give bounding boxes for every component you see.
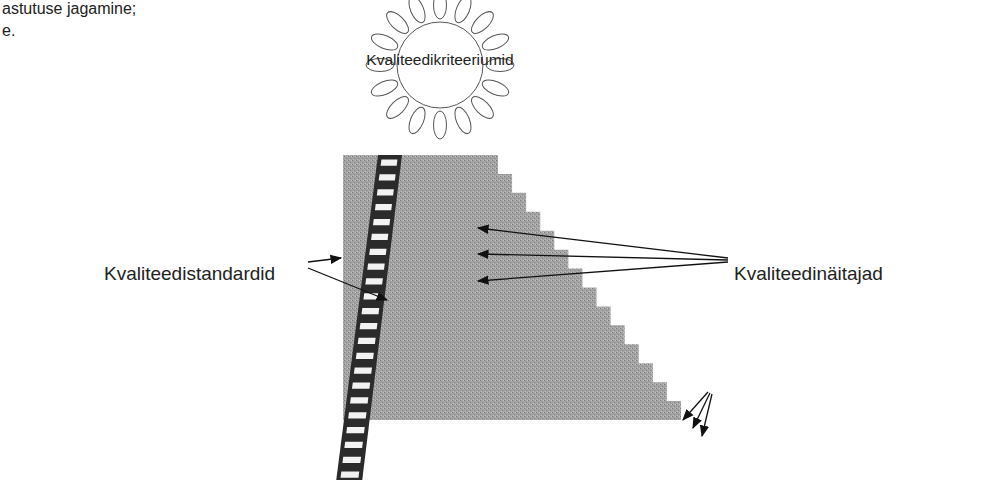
leader-arrow [478,228,728,258]
ladder-gap [367,264,384,270]
sun-petal [406,105,429,136]
leader-arrow [308,258,341,262]
leader-arrow [702,394,712,436]
cut-off-text: astutuse jagamine; [2,0,136,18]
sun-petal [480,77,511,100]
sun-petal [434,111,447,139]
ladder-gap [369,249,386,255]
ladder-gap [371,234,388,240]
ladder-gap [379,174,396,180]
ladder-body [336,155,402,480]
side-label: Kvaliteedistandardid [104,263,275,285]
sun-petal [369,31,400,54]
leader-arrow [478,254,728,260]
ladder-gap [344,442,363,448]
ladder-gap [375,204,392,210]
side-label: Kvaliteedinäitajad [734,263,883,285]
sun-petal [434,0,447,19]
leader-arrows [308,228,728,436]
ladder-gap [377,189,394,195]
ladder-gap [381,159,398,165]
ladder-gap [365,278,383,284]
ladder-gap [362,308,380,314]
sun-node: Kvaliteedikriteeriumid [340,0,540,130]
ladder-gap [346,427,364,433]
sun-petal [369,77,400,100]
leader-arrow [308,268,387,300]
cut-off-text: e. [2,22,15,40]
ladder-gap [360,323,378,329]
sun-petal [383,93,412,122]
ladder-gap [341,472,360,478]
ladder-gap [356,353,374,359]
ladder-gap [350,397,368,403]
sun-petal [406,0,429,25]
leader-arrow [478,262,728,281]
ladder-gap [354,368,372,374]
node-label: Kvaliteedikriteeriumid [366,51,513,69]
sun-petal [452,105,475,136]
sun-petal [468,8,497,37]
ladder-gap [373,219,390,225]
ladder-gap [348,412,366,418]
ladder-gap [352,382,370,388]
sun-petal [468,93,497,122]
sun-petal [383,8,412,37]
ladder-gap [342,457,361,463]
sun-petal [480,31,511,54]
ladder [336,155,402,480]
ladder-gap [358,338,376,344]
sun-petal [452,0,475,25]
